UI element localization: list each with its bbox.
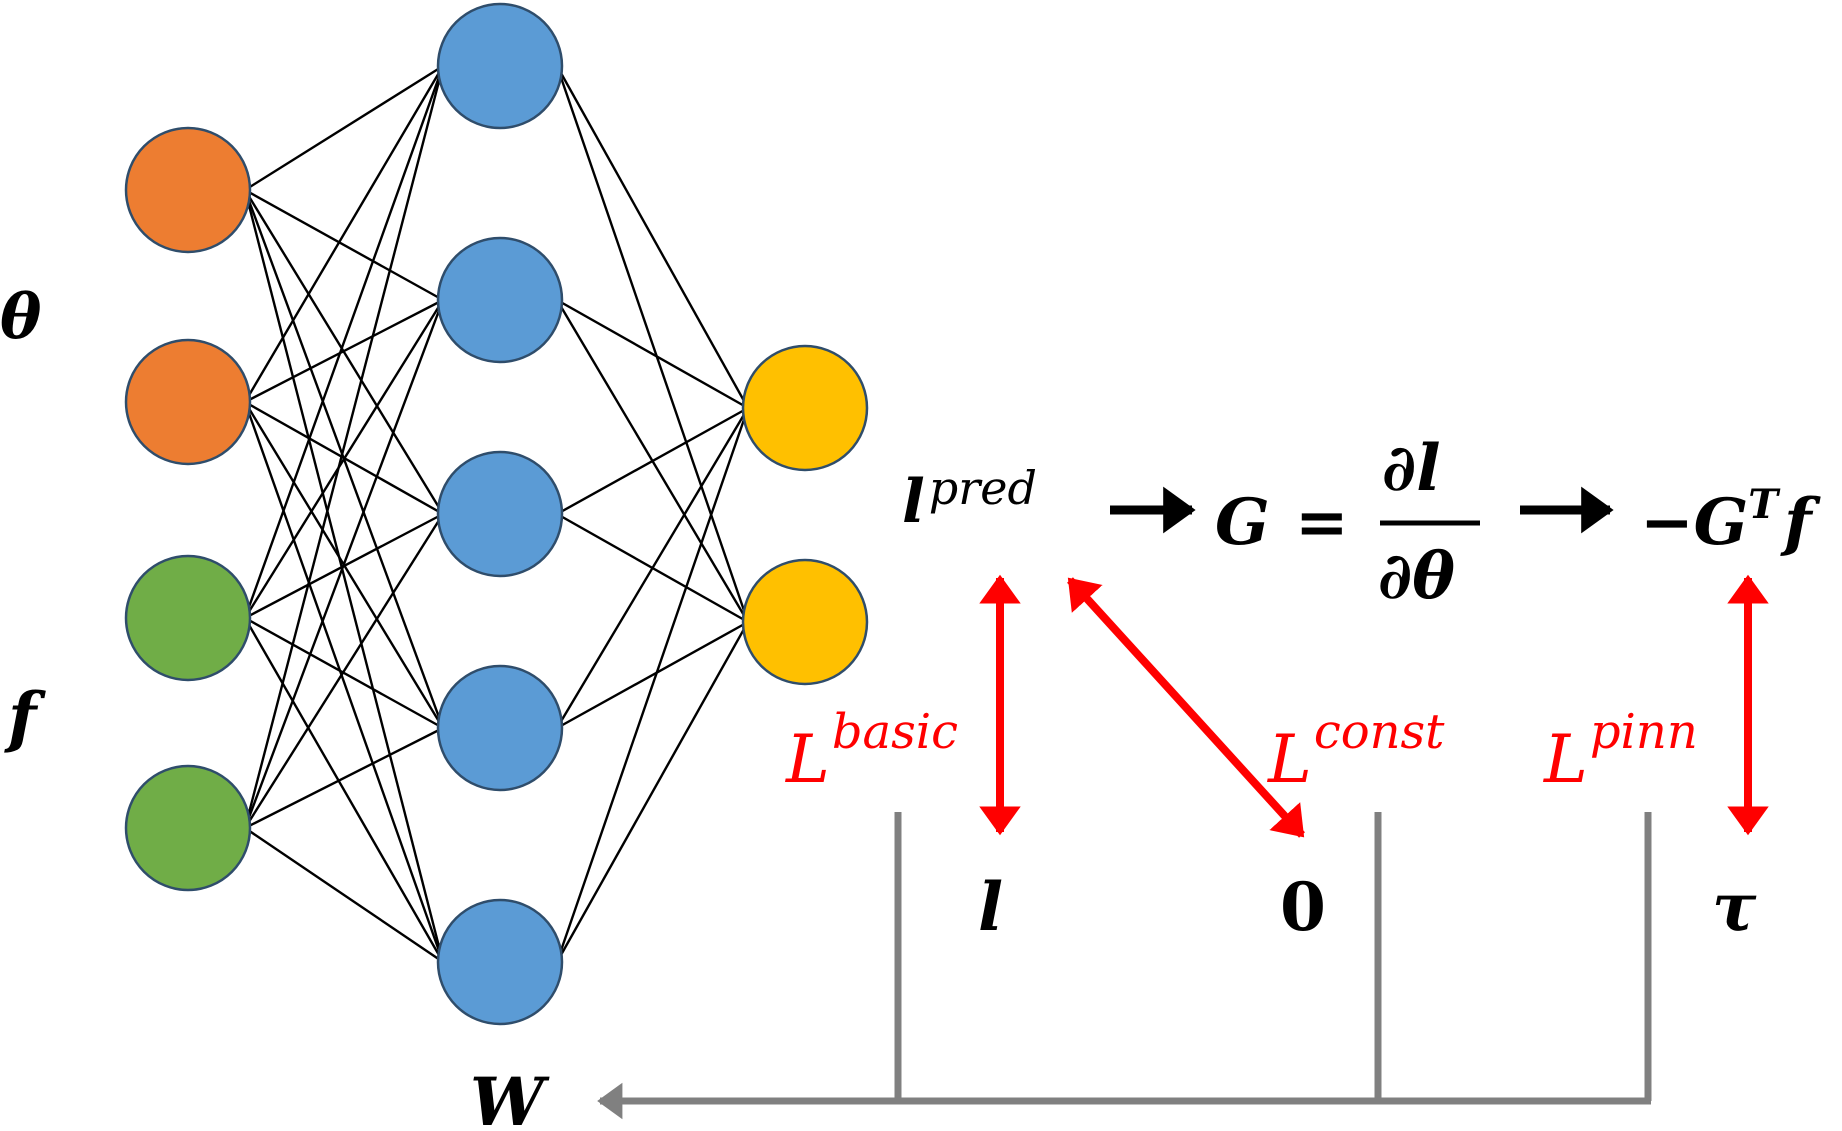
loss-const-label: Lconst [1267, 704, 1445, 798]
network-edge [243, 299, 445, 829]
network-edge [243, 65, 445, 619]
network-edge [244, 299, 444, 619]
hidden-node [436, 664, 564, 792]
loss-pinn-base: L [1543, 721, 1588, 798]
hidden-node [436, 236, 564, 364]
l-pred-base: l [902, 467, 925, 537]
target-zero-label: 0 [1280, 868, 1326, 946]
minus-sign: − [1640, 485, 1694, 560]
loss-basic-label: Lbasic [785, 704, 958, 798]
equals-sign: = [1295, 485, 1349, 560]
network-edges [243, 64, 750, 963]
fraction-denominator: ∂θ [1378, 539, 1455, 614]
W-label: W [470, 1063, 550, 1131]
fraction-numerator: ∂l [1382, 431, 1441, 506]
double-headed-arrow-icon [1067, 577, 1305, 838]
G-term: G [1694, 485, 1749, 560]
network-edge [244, 827, 444, 963]
theta-label: θ [0, 280, 42, 353]
loss-basic-superscript: basic [832, 704, 958, 760]
f-term: f [1780, 485, 1821, 560]
transpose-superscript: T [1748, 481, 1781, 528]
loss-pinn-label: Lpinn [1543, 704, 1698, 798]
loss-pinn-superscript: pinn [1590, 704, 1698, 760]
output-node [741, 558, 869, 686]
network-edge [244, 65, 444, 403]
network-edge [244, 64, 444, 192]
network-edge [556, 407, 749, 729]
target-tau-label: τ [1712, 868, 1757, 946]
neg-GT-f-label: −GTf [1640, 481, 1821, 560]
network-edge [244, 726, 444, 830]
network-edge [555, 407, 750, 963]
loss-const-base: L [1267, 721, 1312, 798]
l-pred-superscript: pred [929, 461, 1037, 515]
network-edge [555, 65, 750, 409]
network-nodes [124, 2, 869, 1026]
target-l-label: l [978, 868, 1003, 946]
l-pred-label: lpred [902, 461, 1037, 537]
network-edge [556, 406, 749, 516]
input-node [124, 126, 252, 254]
hidden-node [436, 2, 564, 130]
network-edge [243, 401, 445, 963]
output-node [741, 344, 869, 472]
network-edge [243, 617, 445, 963]
network-edge [555, 65, 750, 623]
network-edge [244, 298, 444, 404]
network-edge [555, 621, 750, 963]
hidden-node [436, 450, 564, 578]
input-node [124, 764, 252, 892]
hidden-node [436, 898, 564, 1026]
network-edge [244, 513, 444, 829]
f-input-label: f [4, 678, 46, 756]
network-edge [243, 65, 445, 829]
loss-const-superscript: const [1314, 704, 1445, 760]
G-label: G [1215, 485, 1270, 560]
network-edge [556, 298, 749, 410]
network-edge [556, 620, 749, 730]
input-node [124, 338, 252, 466]
input-node [124, 554, 252, 682]
feedback-lines [628, 812, 1652, 1105]
network-edge [243, 189, 445, 963]
network-edge [244, 188, 444, 302]
loss-basic-base: L [785, 721, 830, 798]
